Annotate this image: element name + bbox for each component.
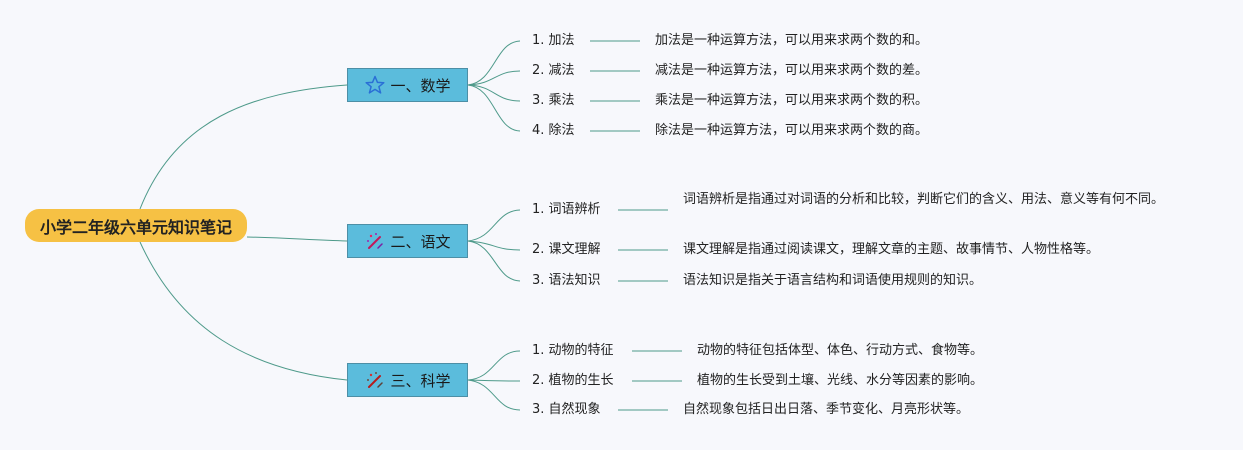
branch-chinese-label: 二、语文 <box>390 232 451 251</box>
chinese-desc-grammar[interactable]: 语法知识是指关于语言结构和词语使用规则的知识。 <box>683 273 983 288</box>
science-leaf-natural-phenomena[interactable]: 3. 自然现象 <box>532 402 601 417</box>
root-topic[interactable]: 小学二年级六单元知识笔记 <box>25 209 247 242</box>
math-desc-subtraction[interactable]: 减法是一种运算方法，可以用来求两个数的差。 <box>655 63 929 78</box>
chinese-desc-word-analysis[interactable]: 词语辨析是指通过对词语的分析和比较，判断它们的含义、用法、意义等有何不同。 <box>683 192 1165 207</box>
magic-wand-icon <box>364 369 386 391</box>
math-desc-division[interactable]: 除法是一种运算方法，可以用来求两个数的商。 <box>655 123 929 138</box>
science-leaf-animal-features[interactable]: 1. 动物的特征 <box>532 343 614 358</box>
root-to-science-connector <box>139 241 348 381</box>
math-leaf-subtraction[interactable]: 2. 减法 <box>532 63 575 78</box>
root-to-chinese-connector <box>246 236 348 242</box>
science-desc-natural-phenomena[interactable]: 自然现象包括日出日落、季节变化、月亮形状等。 <box>683 402 970 417</box>
branch-science-label: 三、科学 <box>390 371 451 390</box>
chinese-desc-text-comprehension[interactable]: 课文理解是指通过阅读课文，理解文章的主题、故事情节、人物性格等。 <box>683 242 1100 257</box>
chinese-leaf-text-comprehension[interactable]: 2. 课文理解 <box>532 242 601 257</box>
root-to-math-connector <box>139 84 348 210</box>
chinese-leaf-word-analysis[interactable]: 1. 词语辨析 <box>532 202 601 217</box>
branch-math[interactable]: 一、数学 <box>347 68 468 102</box>
branch-chinese[interactable]: 二、语文 <box>347 224 468 258</box>
science-desc-plant-growth[interactable]: 植物的生长受到土壤、光线、水分等因素的影响。 <box>697 373 984 388</box>
math-leaf-multiplication[interactable]: 3. 乘法 <box>532 93 575 108</box>
math-leaf-division[interactable]: 4. 除法 <box>532 123 575 138</box>
math-desc-addition[interactable]: 加法是一种运算方法，可以用来求两个数的和。 <box>655 33 929 48</box>
science-leaf-connectors <box>467 350 682 411</box>
root-topic-label: 小学二年级六单元知识笔记 <box>39 217 232 237</box>
branch-science[interactable]: 三、科学 <box>347 363 468 397</box>
math-leaf-connectors <box>467 40 640 132</box>
science-desc-animal-features[interactable]: 动物的特征包括体型、体色、行动方式、食物等。 <box>697 343 984 358</box>
chinese-leaf-connectors <box>467 209 668 282</box>
science-leaf-plant-growth[interactable]: 2. 植物的生长 <box>532 373 614 388</box>
math-desc-multiplication[interactable]: 乘法是一种运算方法，可以用来求两个数的积。 <box>655 93 929 108</box>
math-leaf-addition[interactable]: 1. 加法 <box>532 33 575 48</box>
magic-wand-icon <box>364 230 386 252</box>
chinese-leaf-grammar[interactable]: 3. 语法知识 <box>532 273 601 288</box>
branch-math-label: 一、数学 <box>390 76 451 95</box>
star-icon <box>364 74 386 96</box>
